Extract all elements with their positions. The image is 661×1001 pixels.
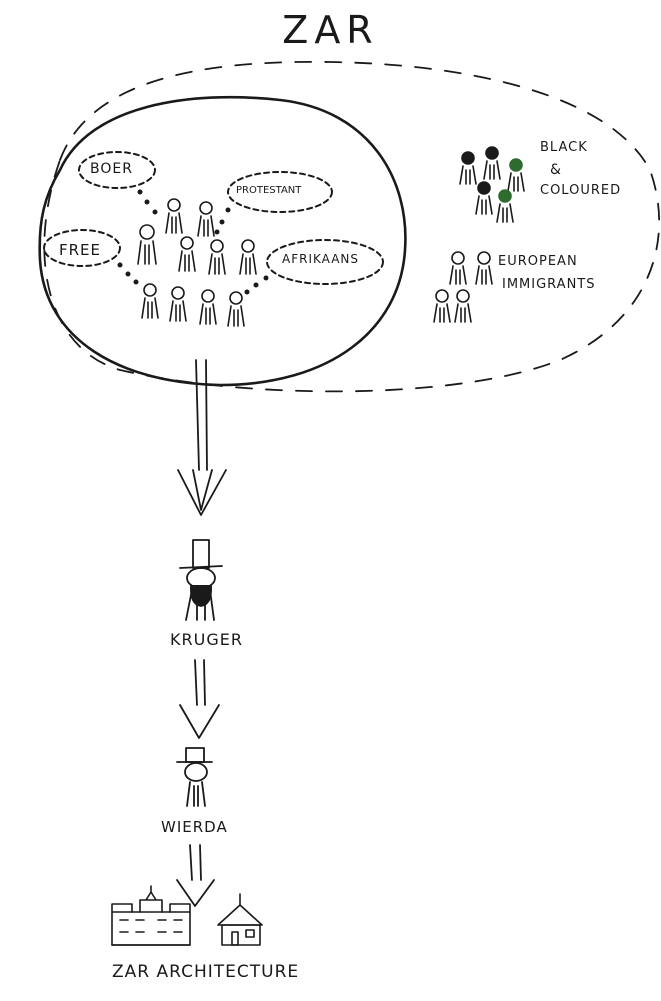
diagram-title: ZAR [282,8,379,52]
person-icon [475,181,493,215]
protestant-cloud [227,171,333,213]
person-icon [459,151,477,185]
thought-dots [117,189,269,295]
boer-cloud [78,151,156,189]
person-icon [433,289,451,323]
label-protestant: PROTESTANT [236,185,302,196]
person-icon [199,289,217,325]
person-icon [454,289,472,323]
kruger-figure [179,539,223,621]
person-icon [165,198,183,234]
label-wierda: WIERDA [161,818,228,836]
arrow-to-kruger [177,359,227,516]
european-immigrant-people [433,251,493,323]
person-icon [137,224,157,265]
afrikaans-cloud [266,239,384,285]
boer-people [137,198,257,327]
person-icon [227,291,245,327]
person-icon [197,201,215,237]
label-kruger: KRUGER [170,630,243,649]
person-icon [507,158,525,192]
label-european: EUROPEAN [498,254,578,269]
person-icon [239,239,257,275]
zar-dashed-boundary [43,60,661,393]
free-cloud [43,229,121,267]
person-icon [178,236,196,272]
wierda-figure [176,747,213,807]
person-icon [208,239,226,275]
boer-group-circle [38,95,407,387]
label-ampersand: & [550,162,562,178]
raadsaal-building-sketch [111,885,191,946]
arrow-to-wierda [179,659,220,739]
house-sketch [217,893,263,946]
person-icon [496,189,514,223]
person-icon [141,283,159,319]
person-icon [169,286,187,322]
label-zar-architecture: ZAR ARCHITECTURE [112,962,300,982]
person-icon [483,146,501,180]
label-afrikaans: AFRIKAANS [282,252,359,266]
label-black: BLACK [540,140,588,155]
person-icon [475,251,493,285]
label-coloured: COLOURED [540,183,622,198]
person-icon [449,251,467,285]
black-coloured-people [459,146,525,223]
label-free: FREE [59,241,102,259]
label-immigrants: IMMIGRANTS [502,277,596,292]
arrow-to-architecture [176,844,215,907]
label-boer: BOER [90,161,133,177]
